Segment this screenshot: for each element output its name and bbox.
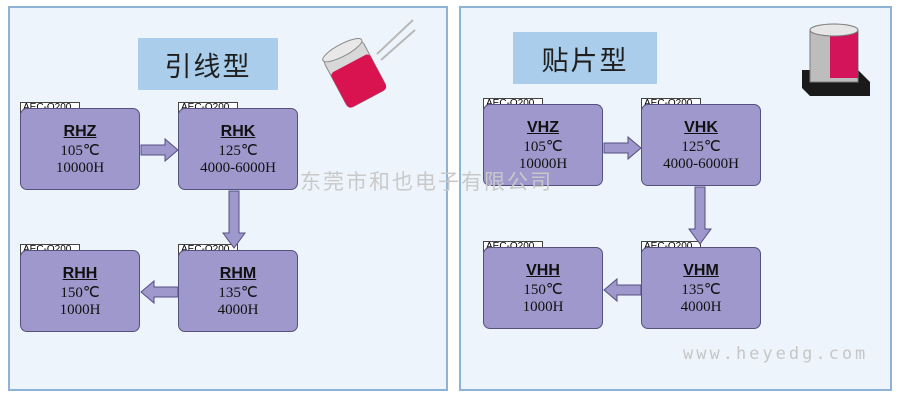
node-life: 1000H (59, 302, 101, 318)
node-life: 4000-6000H (663, 156, 739, 172)
node-code: VHH (526, 262, 560, 279)
node-code: VHK (684, 119, 718, 136)
node-rhm: RHM 135℃ 4000H (178, 250, 298, 332)
node-temperature: 135℃ (218, 285, 258, 301)
arrow-down (222, 190, 246, 249)
node-life: 4000-6000H (200, 160, 276, 176)
node-code: VHM (683, 262, 719, 279)
arrow-right (603, 135, 642, 161)
node-code: VHZ (527, 119, 559, 136)
node-temperature: 125℃ (681, 139, 721, 155)
node-vhz: VHZ 105℃ 10000H (483, 104, 603, 186)
node-life: 10000H (55, 160, 105, 176)
node-rhk: RHK 125℃ 4000-6000H (178, 108, 298, 190)
smd-type-panel: 贴片型 AEC-Q200 VHZ 105℃ 10000H AEC-Q200 VH… (459, 6, 892, 391)
node-code: RHZ (63, 123, 97, 140)
node-temperature: 125℃ (218, 143, 258, 159)
lead-type-title: 引线型 (138, 38, 278, 90)
lead-type-panel: 引线型 AEC-Q200 RHZ 105℃ 10000H AEC-Q200 RH… (8, 6, 448, 391)
website-watermark: www.heyedg.com (683, 344, 869, 364)
arrow-right (140, 137, 179, 163)
node-life: 4000H (680, 299, 722, 315)
node-code: RHK (220, 123, 256, 140)
node-temperature: 105℃ (60, 143, 100, 159)
node-life: 10000H (518, 156, 568, 172)
company-watermark: 东莞市和也电子有限公司 (300, 170, 553, 194)
arrow-down (688, 186, 712, 245)
arrow-left (603, 277, 642, 303)
node-rhz: RHZ 105℃ 10000H (20, 108, 140, 190)
smd-capacitor-icon (802, 23, 870, 96)
node-life: 4000H (217, 302, 259, 318)
node-code: RHH (62, 265, 98, 282)
node-vhm: VHM 135℃ 4000H (641, 247, 761, 329)
node-code: RHM (219, 265, 257, 282)
node-temperature: 105℃ (523, 139, 563, 155)
node-temperature: 150℃ (523, 282, 563, 298)
smd-type-title: 贴片型 (513, 32, 657, 84)
node-temperature: 150℃ (60, 285, 100, 301)
arrow-left (140, 279, 179, 305)
node-rhh: RHH 150℃ 1000H (20, 250, 140, 332)
node-vhk: VHK 125℃ 4000-6000H (641, 104, 761, 186)
node-vhh: VHH 150℃ 1000H (483, 247, 603, 329)
node-life: 1000H (522, 299, 564, 315)
radial-capacitor-icon (322, 19, 416, 108)
node-temperature: 135℃ (681, 282, 721, 298)
